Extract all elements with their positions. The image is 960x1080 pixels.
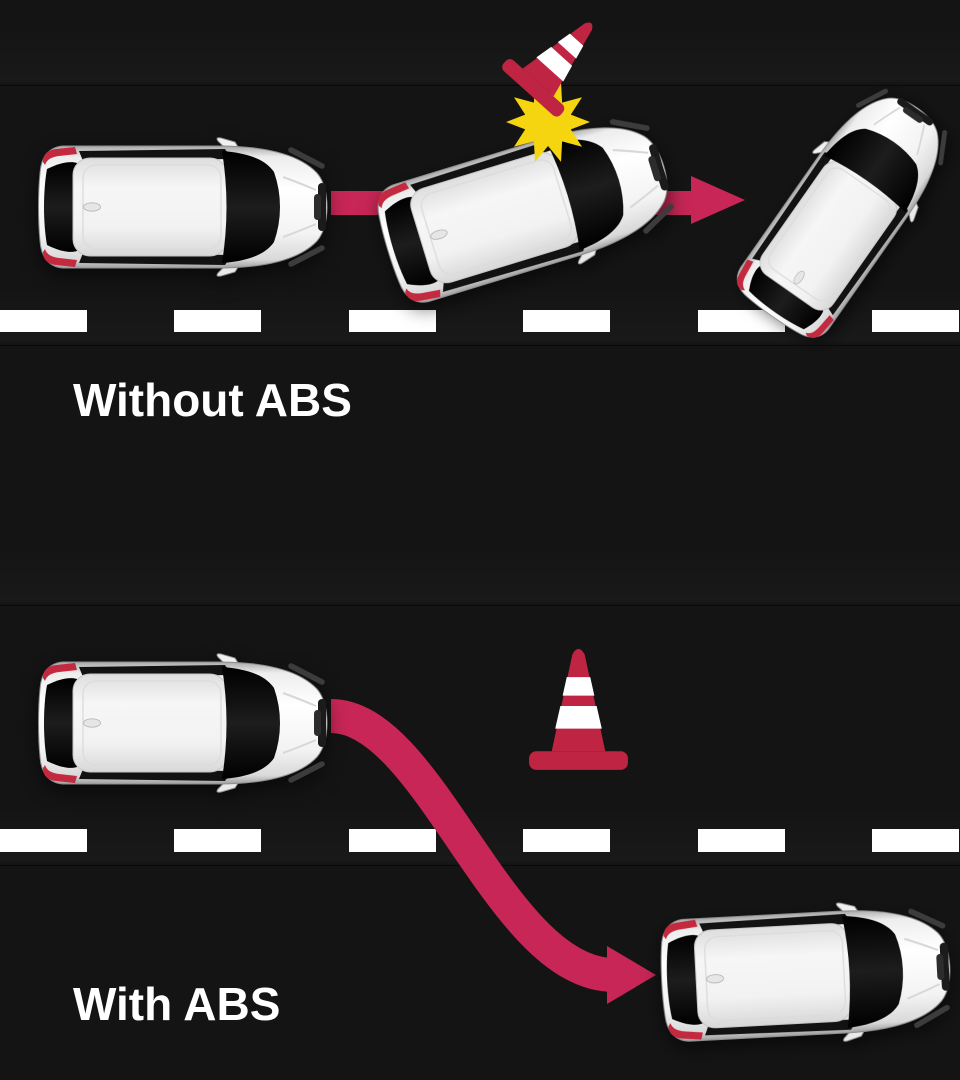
lane-dash <box>174 829 261 852</box>
lane-dash <box>174 310 261 332</box>
crash-impact-burst-icon <box>506 82 590 162</box>
car-driving-bottom <box>39 654 328 792</box>
lane-dash <box>872 310 959 332</box>
without-abs-label: Without ABS <box>73 374 352 426</box>
lane-dash <box>349 829 436 852</box>
lane-marking-bottom <box>0 829 959 852</box>
lane-dash <box>0 310 87 332</box>
lane-dash <box>872 829 959 852</box>
car-spun-out <box>722 73 960 351</box>
swerve-curve-arrow-icon <box>329 699 656 1004</box>
arrow-head <box>607 946 656 1004</box>
lane-marking-top <box>0 310 959 332</box>
arrow-head <box>691 176 745 224</box>
with-abs-label: With ABS <box>73 978 281 1030</box>
lane-dash <box>523 310 610 332</box>
traffic-cone-icon <box>529 648 628 770</box>
car-avoided-obstacle <box>658 897 953 1050</box>
lane-dash <box>523 829 610 852</box>
car-driving-top <box>39 138 328 276</box>
curve-path <box>329 699 616 992</box>
lane-dash <box>0 829 87 852</box>
lane-dash <box>698 829 785 852</box>
lane-dash <box>349 310 436 332</box>
lane-dash <box>698 310 785 332</box>
